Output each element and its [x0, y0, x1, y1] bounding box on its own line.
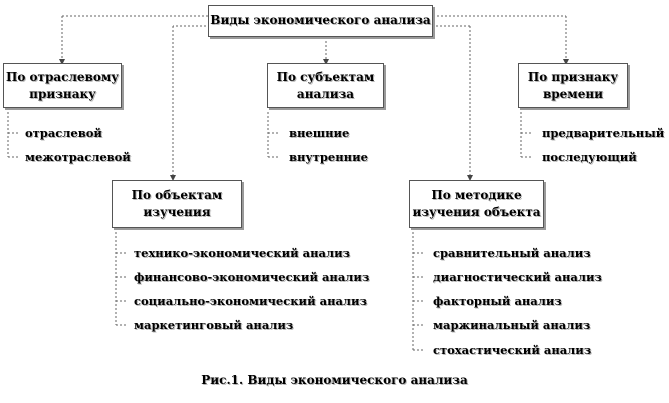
list-item: финансово-экономический анализ	[134, 270, 370, 284]
branch-title-line1: По отраслевому	[6, 70, 119, 84]
root-title: Виды экономического анализа	[210, 13, 431, 27]
objects-title-line1: По объектам	[131, 188, 223, 202]
list-item: предварительный	[542, 126, 665, 140]
subjects-title-line2: анализа	[296, 87, 355, 101]
objects-box: По объектам изучения	[112, 180, 242, 228]
objects-title-line2: изучения	[143, 205, 211, 219]
list-item: сравнительный анализ	[433, 246, 591, 260]
time-box: По признаку времени	[518, 63, 628, 108]
method-title-line2: изучения объекта	[412, 205, 541, 219]
root-box: Виды экономического анализа	[208, 5, 433, 37]
figure-caption: Рис.1. Виды экономического анализа	[201, 373, 468, 387]
subjects-box: По субъектам анализа	[267, 63, 384, 108]
list-item: маркетинговый анализ	[134, 318, 294, 332]
list-item: социально-экономический анализ	[134, 294, 367, 308]
list-item: отраслевой	[25, 126, 102, 140]
list-item: последующий	[542, 150, 637, 164]
list-item: межотраслевой	[25, 150, 131, 164]
list-item: внешние	[289, 126, 350, 140]
list-item: диагностический анализ	[433, 270, 602, 284]
method-title-line1: По методике	[431, 188, 522, 202]
branch-box: По отраслевому признаку	[3, 63, 122, 108]
list-item: факторный анализ	[433, 294, 562, 308]
list-item: маржинальный анализ	[433, 318, 591, 332]
list-item: технико-экономический анализ	[134, 246, 350, 260]
time-title-line1: По признаку	[527, 70, 619, 84]
method-box: По методике изучения объекта	[409, 180, 544, 228]
time-title-line2: времени	[542, 87, 604, 101]
branch-title-line2: признаку	[29, 87, 96, 101]
subjects-title-line1: По субъектам	[276, 70, 375, 84]
list-item: стохастический анализ	[433, 343, 592, 357]
list-item: внутренние	[289, 150, 368, 164]
